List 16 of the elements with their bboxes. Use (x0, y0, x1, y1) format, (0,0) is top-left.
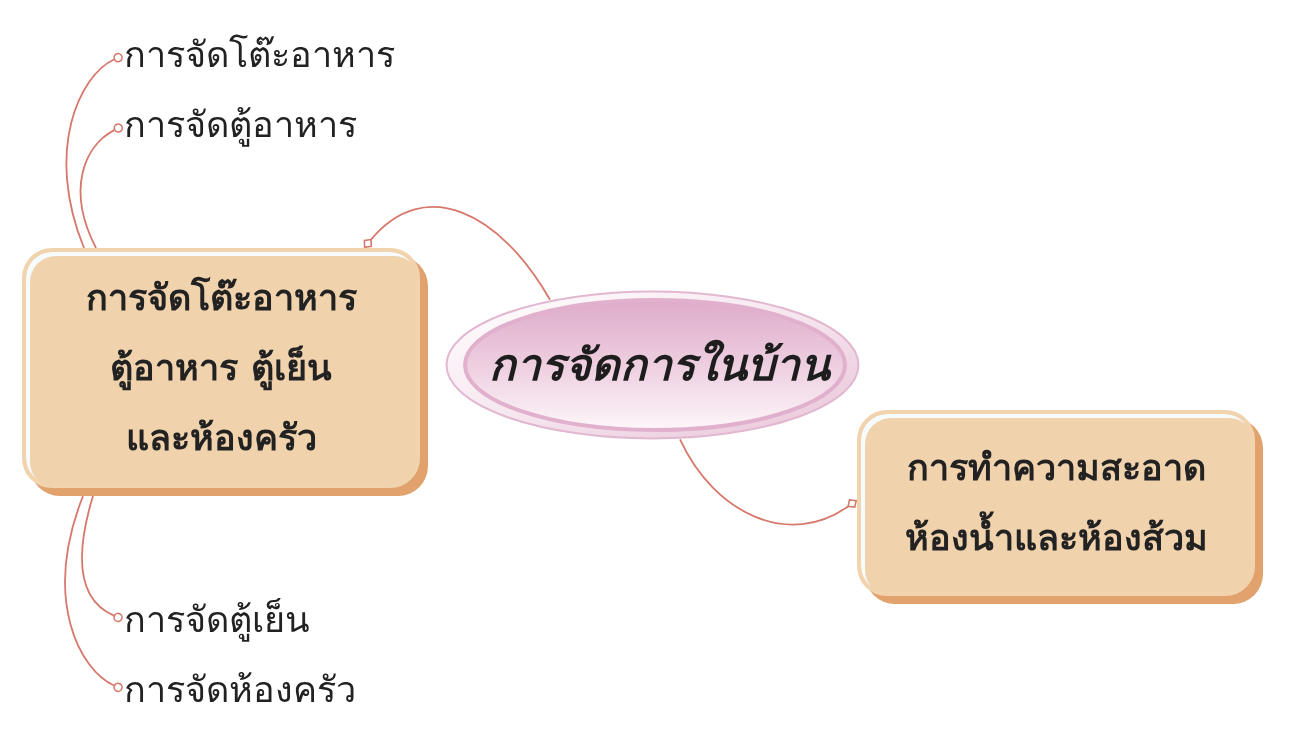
connector-line (64, 495, 123, 693)
connector-line (679, 438, 858, 526)
topic-box (857, 410, 1263, 604)
subtopic-label: การจัดตู้อาหาร (124, 97, 357, 153)
topic-label: การทำความสะอาด ห้องน้ำและห้องส้วม (903, 446, 1209, 560)
central-oval (445, 290, 860, 440)
connector-line (363, 206, 551, 301)
subtopic-label: การจัดตู้เย็น (124, 592, 310, 648)
connector-line (81, 495, 123, 623)
subtopic-label: การจัดโต๊ะอาหาร (124, 27, 395, 83)
connector-line (65, 52, 123, 249)
topic-box (22, 248, 428, 496)
topic-label: การจัดโต๊ะอาหาร ตู้อาหาร ตู้เย็น และห้องครัว (84, 275, 358, 460)
subtopic-label: การจัดห้องครัว (124, 662, 356, 718)
central-topic-label: การจัดการในบ้าน (489, 338, 830, 392)
connector-line (79, 122, 123, 249)
